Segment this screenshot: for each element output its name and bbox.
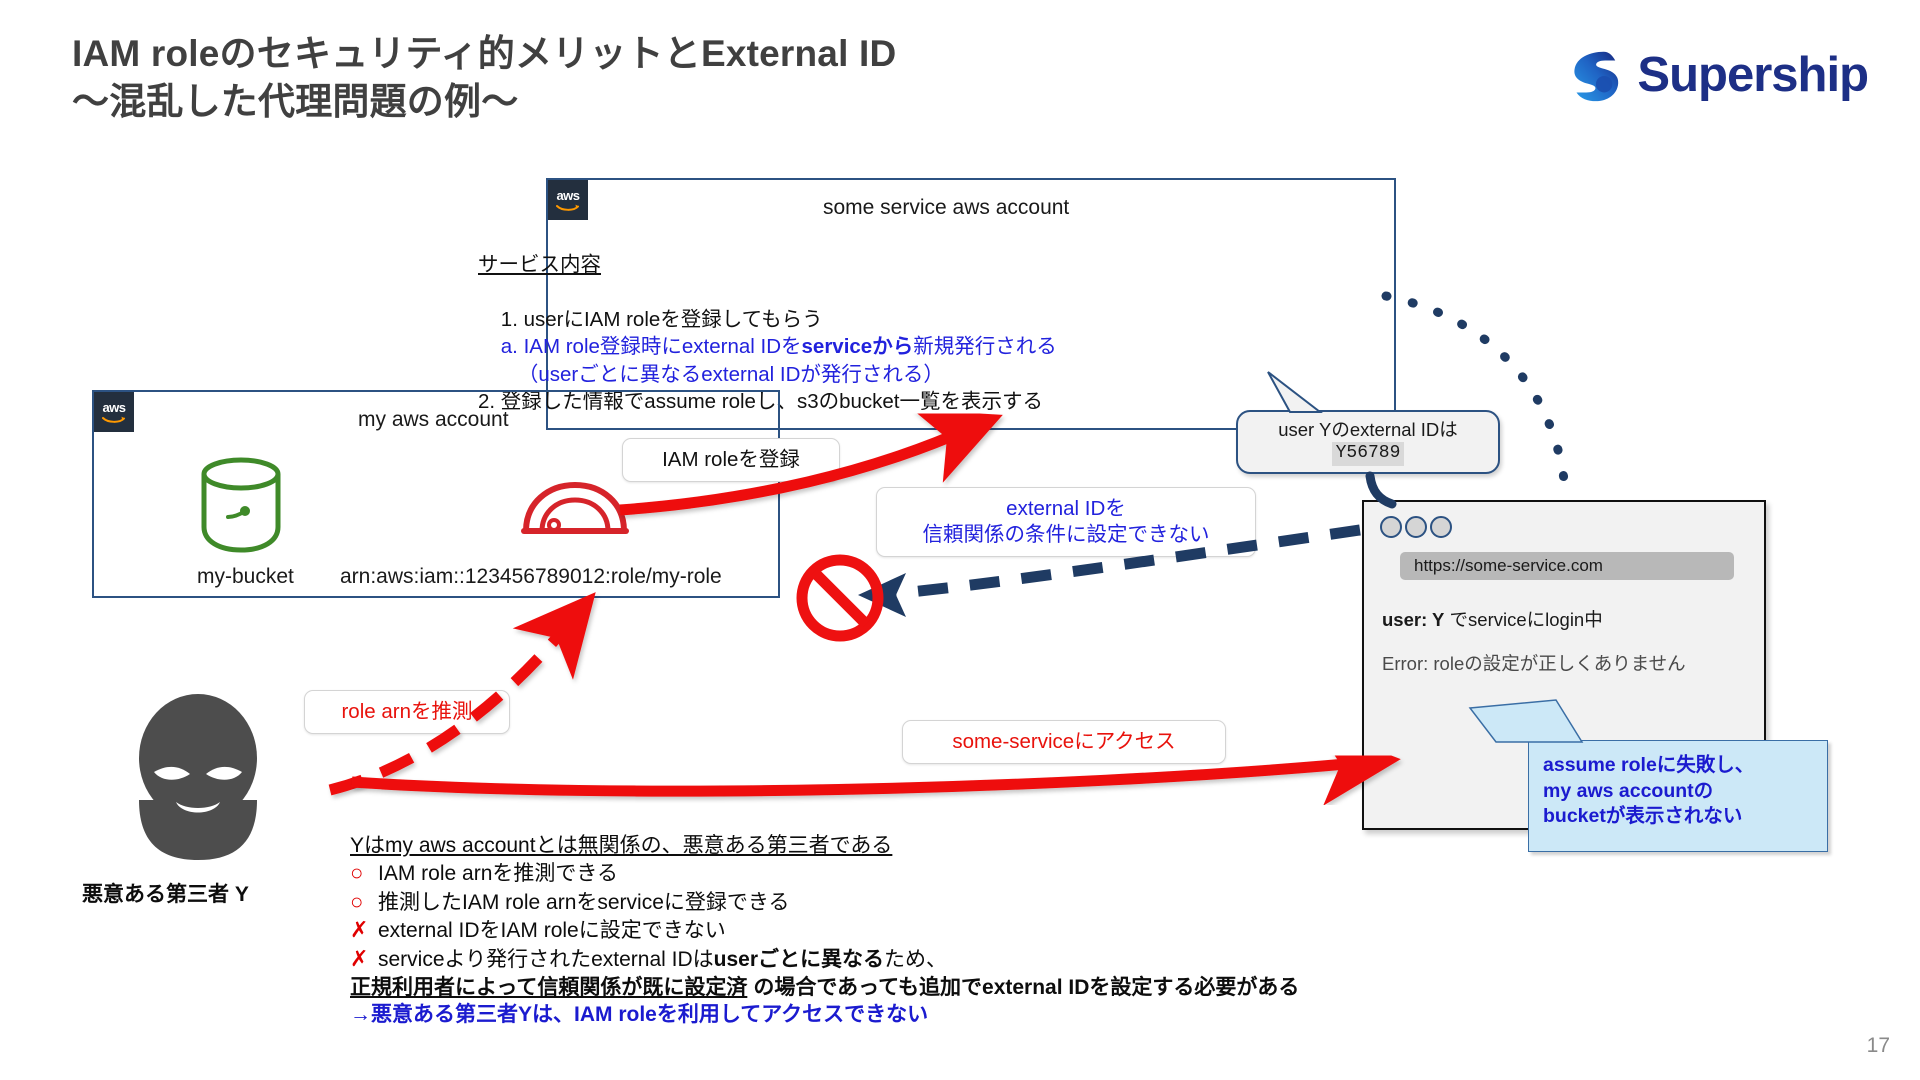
note-item-text: IAM role arnを推測できる — [378, 862, 618, 886]
s3-bucket-icon — [201, 457, 281, 553]
my-account-box: aws my aws account — [92, 390, 780, 598]
window-maximize-icon[interactable] — [1430, 516, 1452, 538]
access-some-service-label: some-serviceにアクセス — [902, 720, 1226, 764]
note-item-text: 推測したIAM role arnをserviceに登録できる — [378, 890, 790, 914]
aws-smile-icon — [102, 416, 125, 423]
browser-login-user: user: Y — [1382, 609, 1445, 630]
notes-final: →悪意ある第三者Yは、IAM roleを利用してアクセスできない — [350, 1002, 929, 1026]
note-item-text: external IDをIAM roleに設定できない — [378, 919, 726, 943]
attacker-label: 悪意ある第三者 Y — [82, 883, 249, 906]
note-item: ✗ external IDをIAM roleに設定できない — [350, 916, 1299, 945]
external-id-bubble: user Yのexternal IDは Y56789 — [1236, 410, 1500, 474]
register-role-label: IAM roleを登録 — [622, 438, 840, 482]
access-service-arrow — [351, 726, 1401, 806]
service-item-1a: a. IAM role登録時にexternal IDをserviceから新規発行… — [478, 335, 1057, 359]
prohibition-sign-icon — [796, 554, 884, 642]
note-item-4-text: serviceより発行されたexternal IDはuserごとに異なるため、 — [378, 948, 948, 972]
bullet-mark-ng: ✗ — [350, 946, 369, 972]
note-item: ○ IAM role arnを推測できる — [350, 859, 1299, 888]
dashed-arrow-head — [858, 573, 906, 617]
service-item-1a-note: （userごとに異なるexternal IDが発行される） — [478, 362, 944, 386]
conclusion-underlined: 正規利用者によって信頼関係が既に設定済 — [350, 975, 748, 999]
browser-login-status: user: Y でserviceにlogin中 — [1382, 606, 1603, 632]
supership-logo: Supership — [1561, 44, 1869, 106]
service-item-2: 2. 登録した情報でassume roleし、s3のbucket一覧を表示する — [478, 390, 1044, 414]
window-minimize-icon[interactable] — [1405, 516, 1427, 538]
address-bar-url: https://some-service.com — [1414, 556, 1603, 575]
bottom-notes: Yはmy aws accountとは無関係の、悪意ある第三者である ○ IAM … — [350, 832, 1299, 1028]
note-item: ○ 推測したIAM role arnをserviceに登録できる — [350, 888, 1299, 917]
prohibition-slash — [810, 568, 870, 628]
external-id-value: Y56789 — [1331, 442, 1405, 466]
brand-name: Supership — [1637, 48, 1869, 102]
cannot-set-external-id-label: external IDを 信頼関係の条件に設定できない — [876, 487, 1256, 557]
bucket-name-label: my-bucket — [197, 565, 294, 588]
window-controls[interactable] — [1380, 516, 1452, 538]
aws-logo-icon: aws — [94, 392, 134, 432]
service-account-label: some service aws account — [823, 196, 1070, 219]
service-description-heading: サービス内容 — [478, 252, 601, 276]
bullet-mark-ok: ○ — [350, 888, 364, 914]
aws-logo-icon: aws — [548, 180, 588, 220]
guess-role-arn-label: role arnを推測 — [304, 690, 510, 734]
my-account-label: my aws account — [358, 408, 509, 431]
page-title: IAM roleのセキュリティ的メリットとExternal ID ～混乱した代理… — [72, 33, 897, 123]
note-item-4: ✗ serviceより発行されたexternal IDはuserごとに異なるため… — [350, 945, 1299, 974]
assume-role-failed-callout: assume roleに失敗し、 my aws accountの bucketが… — [1528, 740, 1828, 852]
bullet-mark-ok: ○ — [350, 860, 364, 886]
window-close-icon[interactable] — [1380, 516, 1402, 538]
browser-error-message: Error: roleの設定が正しくありません — [1382, 653, 1686, 674]
bullet-mark-ng: ✗ — [350, 917, 369, 943]
page-number: 17 — [1866, 1034, 1890, 1057]
service-description: サービス内容 1. userにIAM roleを登録してもらう a. IAM r… — [478, 196, 1057, 443]
role-arn-label: arn:aws:iam::123456789012:role/my-role — [340, 565, 722, 588]
aws-smile-icon — [556, 204, 579, 211]
aws-badge-text: aws — [556, 187, 580, 203]
supership-mark-icon — [1574, 51, 1619, 102]
iam-role-icon — [521, 481, 629, 534]
attacker-icon — [139, 694, 257, 860]
aws-badge-text: aws — [102, 399, 126, 415]
bubble-line-1: user Yのexternal IDは — [1278, 419, 1458, 441]
browser-login-rest: でserviceにlogin中 — [1444, 609, 1603, 630]
notes-conclusion: 正規利用者によって信頼関係が既に設定済の場合であっても追加でexternal I… — [350, 974, 1299, 1001]
notes-headline: Yはmy aws accountとは無関係の、悪意ある第三者である — [350, 834, 893, 857]
conclusion-rest: の場合であっても追加でexternal IDを設定する必要がある — [753, 975, 1300, 999]
address-bar[interactable]: https://some-service.com — [1400, 552, 1734, 580]
service-item-1: 1. userにIAM roleを登録してもらう — [500, 307, 823, 331]
